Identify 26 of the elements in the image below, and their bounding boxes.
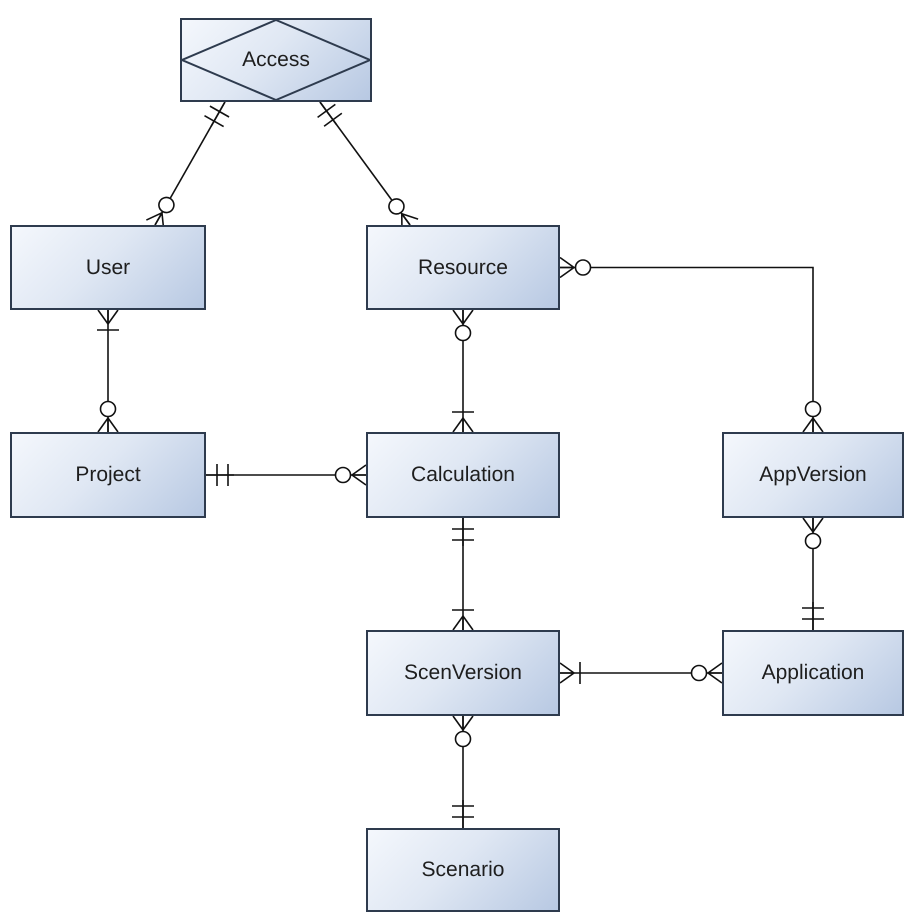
entity-name: Scenario [422,858,504,882]
relationship-line [205,463,367,487]
relationship-line [96,309,120,433]
entity-box [366,630,560,716]
relationship-line [451,517,475,631]
relationship-line [801,517,825,631]
entity-box [366,225,560,310]
relationship-line [559,256,824,433]
relationship-line [451,715,475,829]
entity-box [366,432,560,518]
entity-name: Resource [418,256,508,280]
entity-name: Application [762,661,864,685]
entity-name: Access [242,48,310,72]
entity-box [10,225,206,310]
relationship-line [559,661,723,685]
entity-name: Calculation [411,463,515,487]
entity-box [366,828,560,912]
associative-entity-box [180,18,372,102]
entity-name: ScenVersion [404,661,522,685]
relationship-line [451,309,475,433]
entity-name: User [86,256,130,280]
entity-box [722,432,904,518]
entity-box [722,630,904,716]
entity-name: Project [75,463,141,487]
entity-box [10,432,206,518]
entity-name: AppVersion [759,463,867,487]
